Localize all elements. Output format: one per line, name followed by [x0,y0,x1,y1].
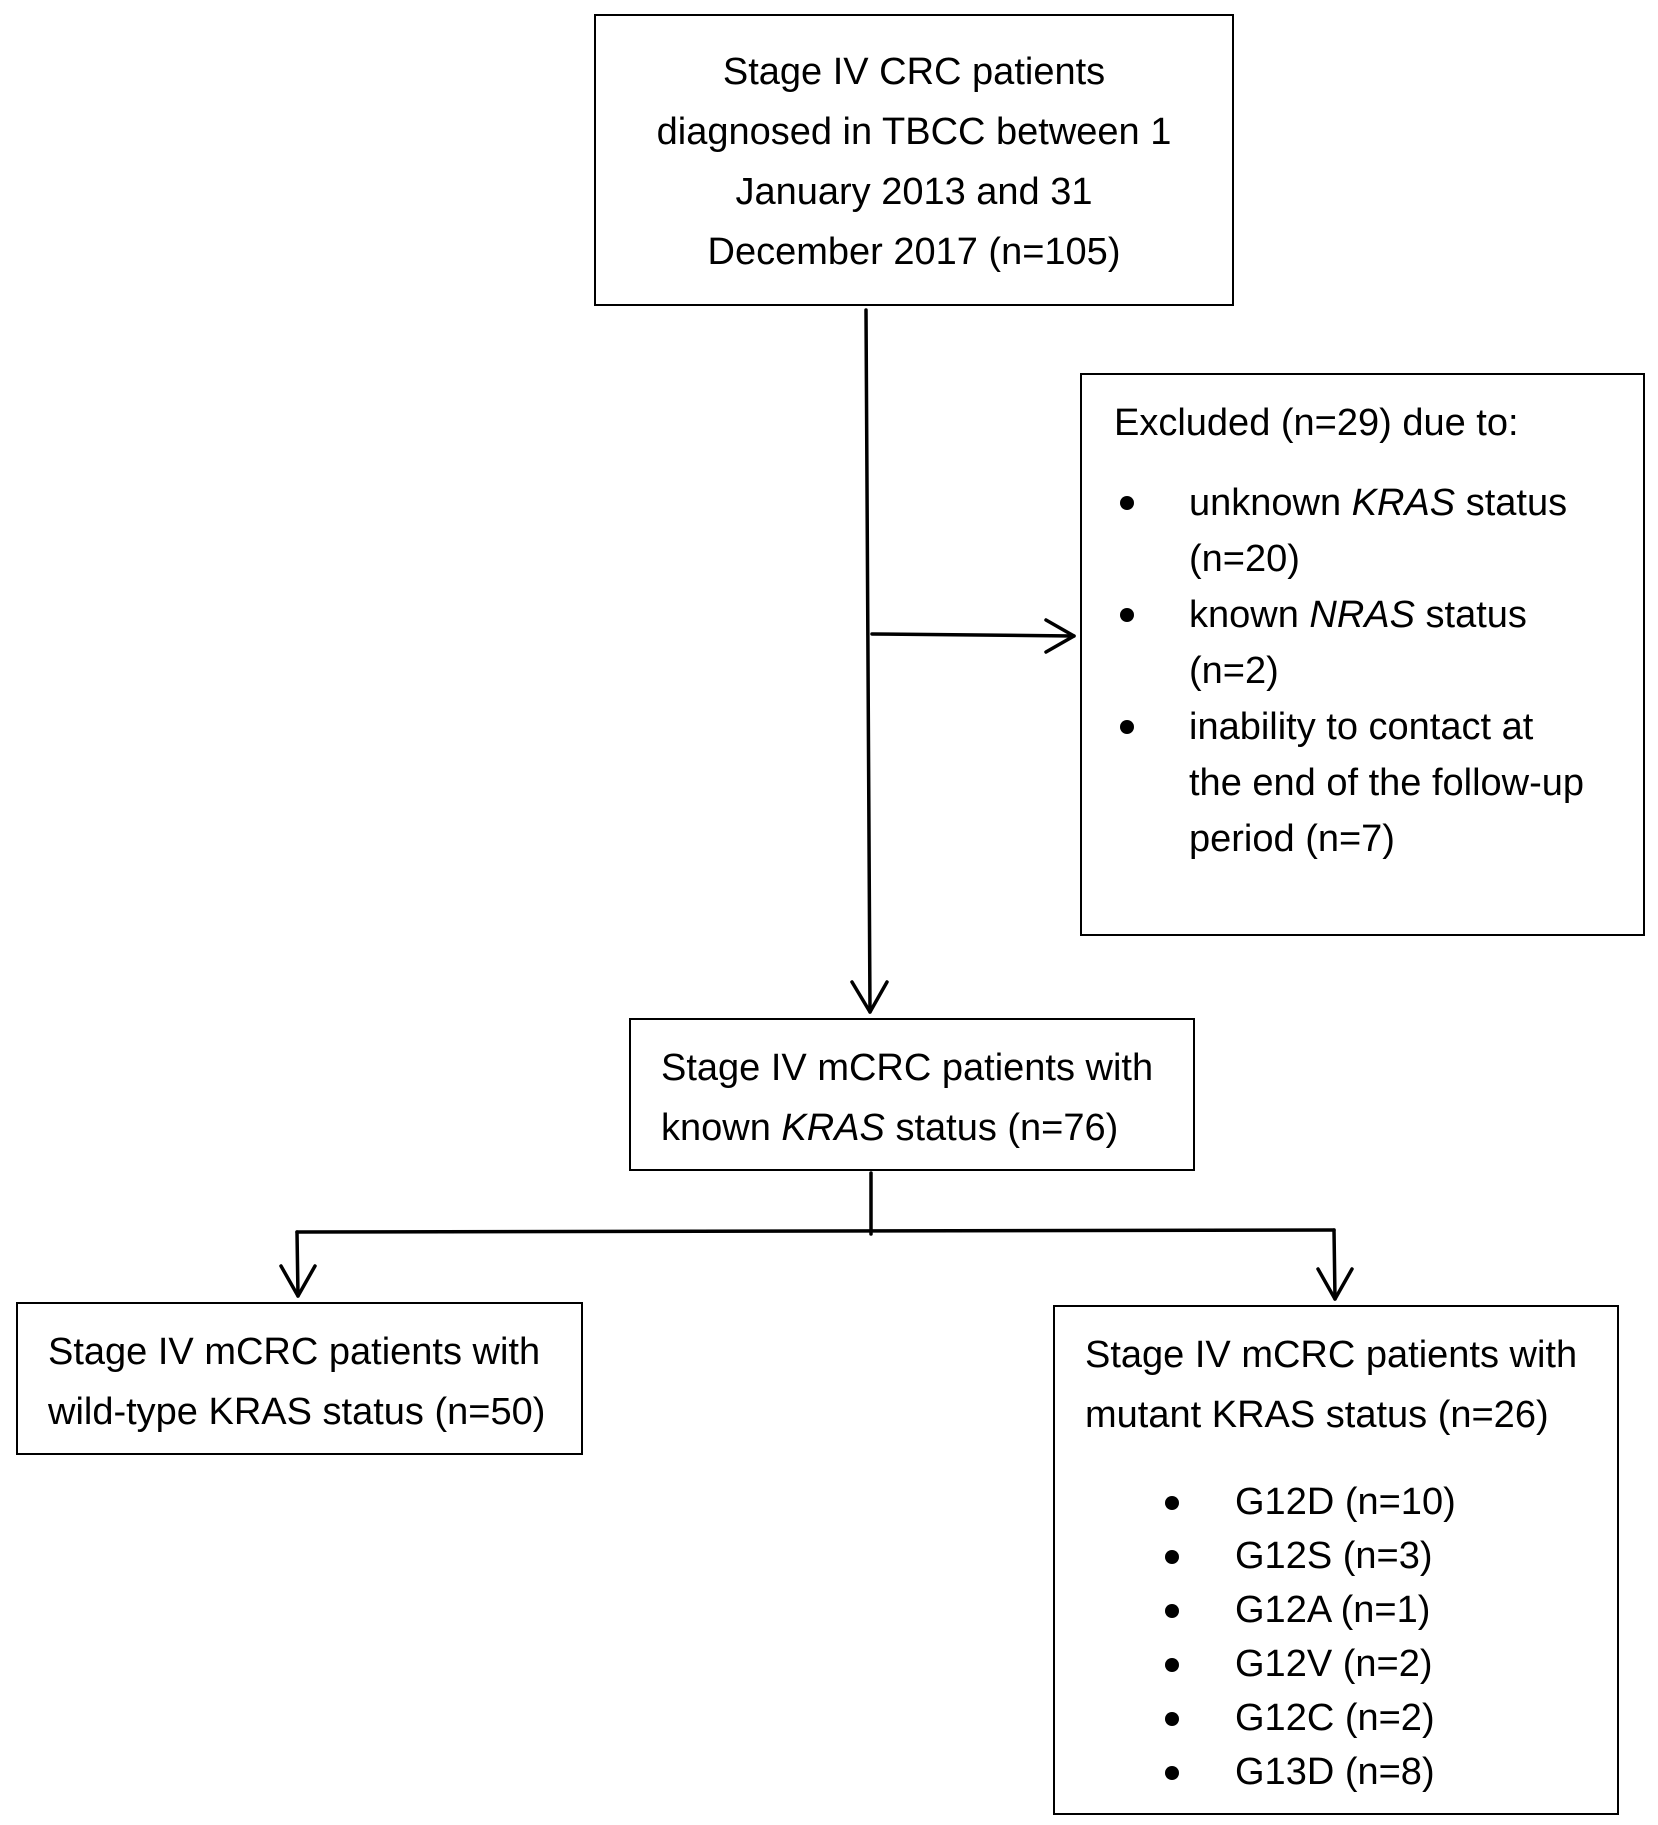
top-box-line-1: Stage IV CRC patients [722,51,1106,93]
excluded-reason-nras: known NRAS status (n=2) [1114,587,1619,699]
box-excluded: Excluded (n=29) due to: unknown KRAS sta… [1080,373,1645,936]
mutation-item: G12D (n=10) [1085,1475,1593,1529]
excluded-reason-kras-pre: unknown [1189,482,1352,524]
bullet-dot-icon [1120,608,1134,622]
connector-to-wild [295,1230,300,1298]
excluded-reason-nras-count: (n=2) [1189,650,1279,692]
excluded-reason-nras-gene: NRAS [1309,594,1415,636]
mutation-item: G12S (n=3) [1085,1529,1593,1583]
bullet-dot-icon [1120,720,1134,734]
top-box-line-2: diagnosed in TBCC between 1 [656,111,1172,153]
mutation-list: G12D (n=10) G12S (n=3) G12A (n=1) G12V (… [1085,1475,1593,1799]
excluded-reasons-list: unknown KRAS status (n=20) known NRAS st… [1114,475,1619,867]
excluded-reason-kras-post: status [1455,482,1568,524]
connector-top-to-known [864,308,872,1014]
excluded-reason-nras-post: status [1414,594,1527,636]
excluded-reason-kras-count: (n=20) [1189,538,1300,580]
wild-box-line-1: Stage IV mCRC patients with [48,1331,541,1373]
bullet-dot-icon [1165,1766,1179,1780]
connector-to-excluded [870,632,1076,638]
mutation-label: G12D (n=10) [1235,1481,1456,1523]
mutation-label: G13D (n=8) [1235,1751,1435,1793]
box-known-kras: Stage IV mCRC patients with known KRAS s… [629,1018,1195,1171]
bullet-dot-icon [1120,496,1134,510]
known-box-gene: KRAS [781,1107,885,1149]
known-box-line-2: known KRAS status (n=76) [661,1098,1169,1158]
bullet-dot-icon [1165,1712,1179,1726]
excluded-reason-lost-contact-line-3: period (n=7) [1189,818,1395,860]
mutation-item: G12V (n=2) [1085,1637,1593,1691]
excluded-reason-kras-gene: KRAS [1351,482,1456,524]
arrowhead-excluded [1044,618,1076,654]
excluded-reason-lost-contact-line-1: inability to contact at [1189,706,1534,748]
mutation-label: G12V (n=2) [1235,1643,1433,1685]
mutation-label: G12A (n=1) [1235,1589,1431,1631]
top-box-line-4: December 2017 (n=105) [707,231,1121,273]
box-wild-type-kras: Stage IV mCRC patients with wild-type KR… [16,1302,583,1455]
mutation-item: G12C (n=2) [1085,1691,1593,1745]
connector-to-mutant [1332,1228,1337,1301]
top-box-line-3: January 2013 and 31 [735,171,1093,213]
known-box-line-2-post: status (n=76) [884,1107,1119,1149]
connector-split-horizontal [295,1228,1336,1234]
excluded-reason-kras: unknown KRAS status (n=20) [1114,475,1619,587]
mutant-box-line-2: mutant KRAS status (n=26) [1085,1394,1549,1436]
arrowhead-mutant [1316,1267,1354,1301]
known-box-line-1: Stage IV mCRC patients with [661,1047,1154,1089]
known-box-line-2-pre: known [661,1107,782,1149]
bullet-dot-icon [1165,1496,1179,1510]
bullet-dot-icon [1165,1658,1179,1672]
mutant-box-line-1: Stage IV mCRC patients with [1085,1334,1578,1376]
arrowhead-wild [279,1264,317,1298]
bullet-dot-icon [1165,1550,1179,1564]
wild-box-line-2: wild-type KRAS status (n=50) [48,1391,546,1433]
excluded-reason-lost-contact: inability to contact at the end of the f… [1114,699,1619,867]
box-mutant-kras: Stage IV mCRC patients with mutant KRAS … [1053,1305,1619,1815]
arrowhead-known [850,980,889,1014]
excluded-heading: Excluded (n=29) due to: [1114,402,1519,444]
box-all-patients: Stage IV CRC patients diagnosed in TBCC … [594,14,1234,306]
bullet-dot-icon [1165,1604,1179,1618]
mutation-item: G13D (n=8) [1085,1745,1593,1799]
mutation-label: G12C (n=2) [1235,1697,1435,1739]
excluded-reason-nras-pre: known [1189,594,1310,636]
mutation-item: G12A (n=1) [1085,1583,1593,1637]
excluded-reason-lost-contact-line-2: the end of the follow-up [1189,762,1585,804]
mutation-label: G12S (n=3) [1235,1535,1433,1577]
